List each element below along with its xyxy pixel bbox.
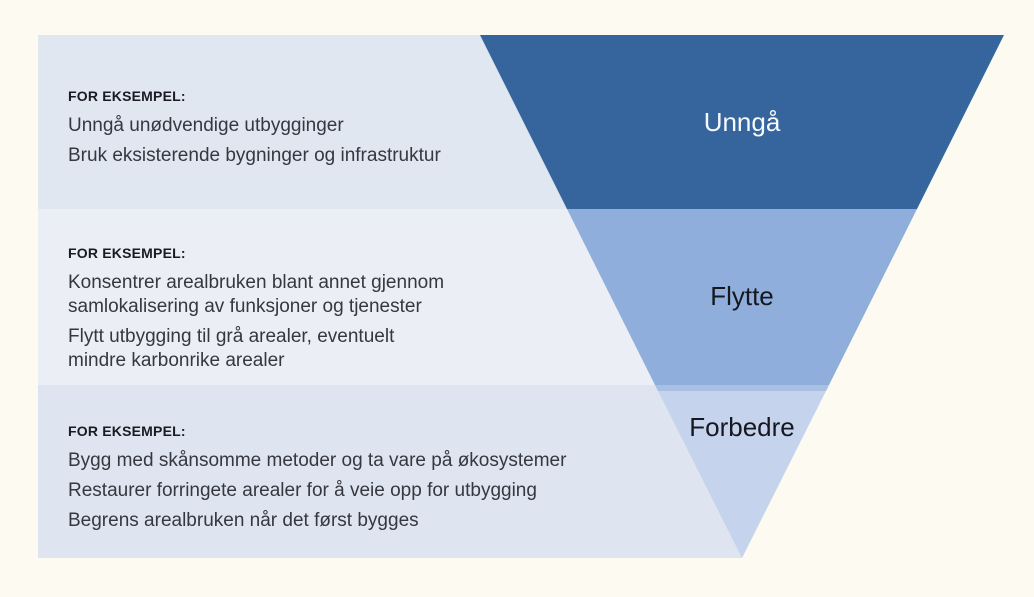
pyramid-level-divider bbox=[655, 385, 829, 391]
example-item: Restaurer forringete arealer for å veie … bbox=[68, 480, 537, 501]
pyramid-label-improve: Forbedre bbox=[689, 412, 795, 442]
example-item: Begrens arealbruken når det først bygges bbox=[68, 510, 419, 531]
band-improve bbox=[38, 385, 742, 558]
pyramid-label-move: Flytte bbox=[710, 281, 774, 311]
examples-avoid: FOR EKSEMPEL: Unngå unødvendige utbyggin… bbox=[68, 87, 628, 168]
pyramid-level-avoid-shape bbox=[480, 35, 1004, 209]
pyramid-level-improve-shape bbox=[655, 385, 829, 558]
pyramid-level-move-shape bbox=[567, 209, 917, 385]
example-item: Bygg med skånsomme metoder og ta vare på… bbox=[68, 450, 567, 471]
examples-move: FOR EKSEMPEL: Konsentrer arealbruken bla… bbox=[68, 244, 628, 373]
example-item: Flytt utbygging til grå arealer, eventue… bbox=[68, 326, 395, 371]
examples-improve-heading: FOR EKSEMPEL: bbox=[68, 423, 186, 439]
example-item: Konsentrer arealbruken blant annet gjenn… bbox=[68, 272, 445, 317]
examples-move-heading: FOR EKSEMPEL: bbox=[68, 245, 186, 261]
example-item: Unngå unødvendige utbygginger bbox=[68, 115, 344, 136]
examples-avoid-heading: FOR EKSEMPEL: bbox=[68, 88, 186, 104]
example-item: Bruk eksisterende bygninger og infrastru… bbox=[68, 145, 441, 166]
pyramid-label-avoid: Unngå bbox=[704, 107, 781, 137]
examples-improve: FOR EKSEMPEL: Bygg med skånsomme metoder… bbox=[68, 422, 628, 533]
